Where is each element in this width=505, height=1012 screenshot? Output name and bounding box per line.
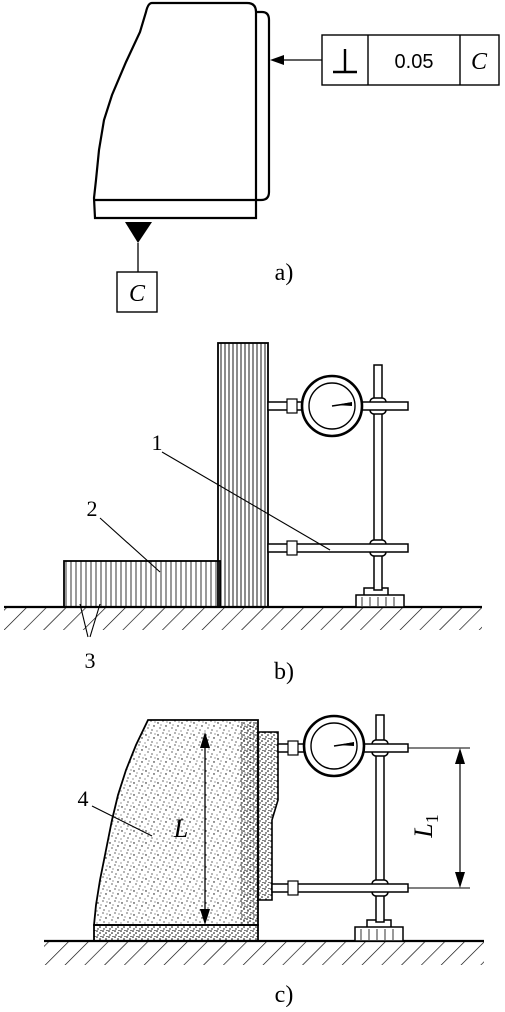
tolerance-datum: C — [471, 49, 488, 75]
dial-indicator-icon — [300, 374, 364, 438]
datum-triangle — [125, 222, 152, 243]
leader-1 — [161, 451, 331, 551]
square-block — [257, 731, 279, 901]
panel-a: 0.05 C C a) — [92, 1, 500, 313]
label-4: 4 — [78, 786, 89, 811]
part-body — [92, 1, 258, 220]
leader-arrowhead — [270, 55, 284, 65]
caption-c: c) — [275, 982, 294, 1007]
label-L1: L1 — [409, 814, 442, 838]
tolerance-value: 0.05 — [395, 51, 434, 73]
caption-a: a) — [275, 260, 294, 286]
caption-b: b) — [274, 659, 294, 685]
label-2: 2 — [87, 496, 98, 521]
label-L1-sub: 1 — [422, 814, 442, 823]
panel-b: 1 2 3 b) — [4, 342, 482, 685]
panel-c: L — [44, 714, 484, 1008]
part-base — [63, 560, 221, 608]
dial-indicator-icon-c — [302, 714, 366, 778]
leader-3a — [79, 603, 89, 638]
label-3: 3 — [85, 648, 96, 673]
part-upright — [217, 342, 269, 608]
leader-4 — [91, 805, 153, 837]
tolerance-frame: 0.05 C — [321, 34, 500, 86]
datum-box — [116, 271, 158, 313]
perpendicularity-icon — [333, 49, 357, 74]
leader-3b — [89, 603, 101, 638]
part-c-edge — [240, 722, 258, 925]
label-L: L — [173, 814, 188, 843]
leader-2 — [99, 517, 161, 573]
part-c-base — [93, 924, 259, 942]
datum-box-letter: C — [129, 281, 146, 307]
part-back-face — [252, 10, 271, 202]
label-1: 1 — [152, 430, 163, 455]
